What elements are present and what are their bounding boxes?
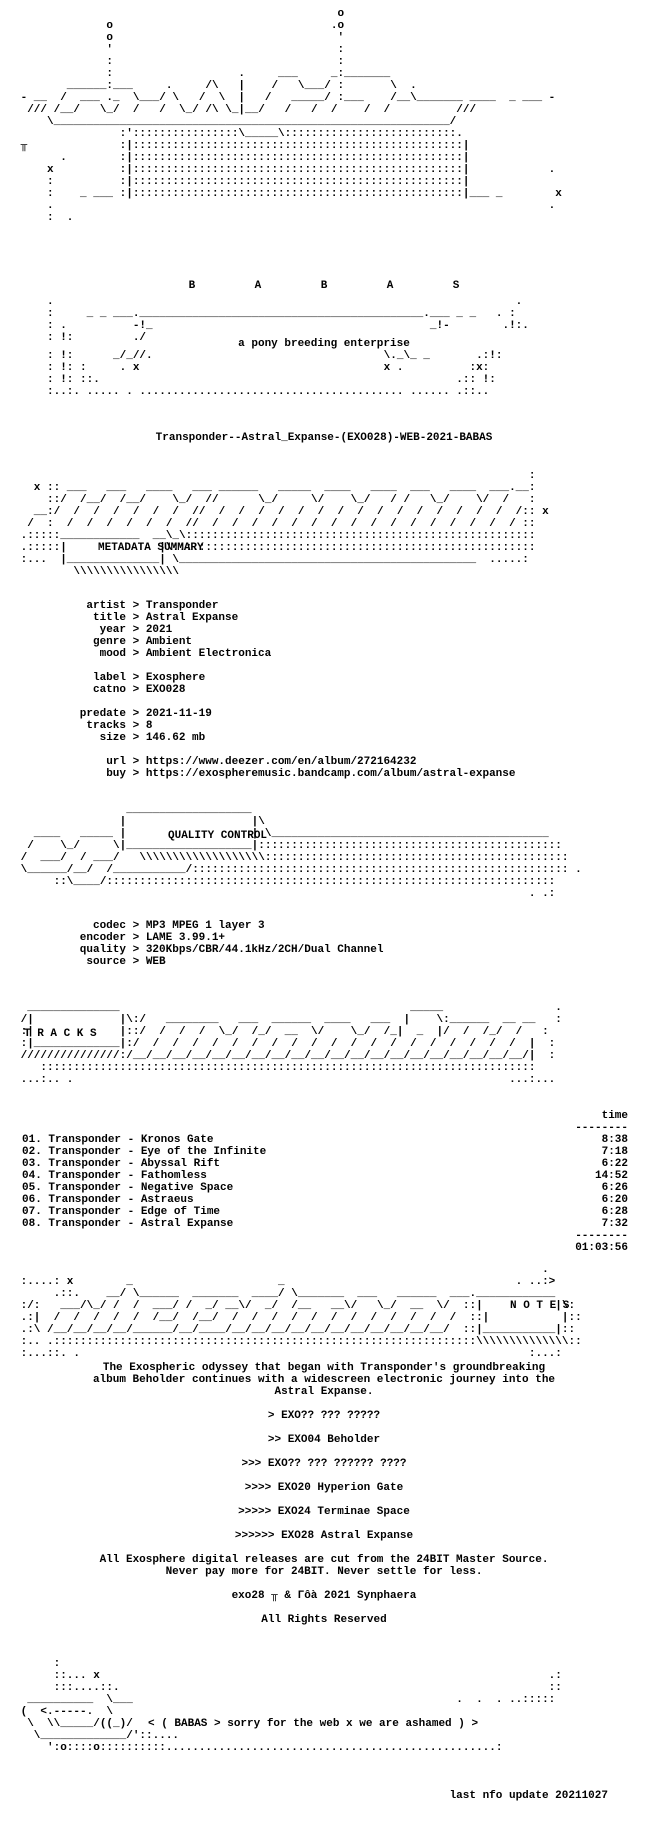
metadata-row-year: year > 2021	[99, 624, 173, 636]
notes-intro-line-1: The Exospheric odyssey that began with T…	[102, 1362, 546, 1374]
footer-ascii-art-lower: \ \\_____/((_)/ \_____________/'::.... '…	[27, 1718, 503, 1754]
notes-intro-line-2: album Beholder continues with a widescre…	[92, 1374, 556, 1386]
header-tagline: a pony breeding enterprise	[238, 338, 410, 350]
metadata-row-buy: buy > https://exospheremusic.bandcamp.co…	[106, 768, 516, 780]
deezer-link[interactable]: https://www.deezer.com/en/album/27216423…	[145, 756, 417, 768]
series-item: >> EXO04 Beholder	[267, 1434, 381, 1446]
tracks-section-title: T R A C K S	[24, 1028, 97, 1040]
series-item: >>>>> EXO24 Terminae Space	[238, 1506, 410, 1518]
quality-row-source: source > WEB	[86, 956, 166, 968]
metadata-row-title: title > Astral Expanse	[92, 612, 239, 624]
metadata-row-label: label > Exosphere	[92, 672, 206, 684]
series-item: >>> EXO?? ??? ?????? ????	[241, 1458, 407, 1470]
metadata-row-catno: catno > EXO028	[92, 684, 186, 696]
tracks-total-row: 01:03:56	[22, 1242, 628, 1254]
header-ascii-frame: . . : _ _ ___.__________________________…	[47, 296, 529, 344]
quality-row-encoder: encoder > LAME 3.99.1+	[79, 932, 226, 944]
metadata-section-title: METADATA SUMMARY	[98, 542, 204, 554]
tracks-banner-art: ______________ _____ . /| |\:/ ________ …	[20, 1002, 562, 1086]
total-time: 01:03:56	[575, 1242, 628, 1254]
quality-banner-art: ___________________ | |\ ____ _____ | | …	[20, 804, 582, 900]
last-update-line: last nfo update 20211027	[449, 1790, 608, 1802]
tracks-time-header-row: time	[22, 1110, 628, 1122]
time-column-header: time	[601, 1110, 628, 1122]
metadata-fields: artist > Transponder title > Astral Expa…	[60, 600, 516, 780]
header-ascii-base: : !: _/_//. \._\_ _ .:!: : !: : . x x . …	[47, 350, 503, 398]
tracks-footer-rule-row: --------	[575, 1230, 628, 1242]
tracks-header-rule-row: --------	[575, 1122, 628, 1134]
footer-message: < ( BABAS > sorry for the web x we are a…	[148, 1718, 479, 1730]
notes-banner-art: . :....: x _ _ . ..:> .::. __/ \______ _…	[20, 1264, 582, 1360]
metadata-row-url: url > https://www.deezer.com/en/album/27…	[106, 756, 417, 768]
footer-ascii-art: : ::... x .: :::....::. :: __________ \_…	[20, 1658, 562, 1718]
notes-section-title: N O T E S	[510, 1300, 570, 1312]
master-source-line-2: Never pay more for 24BIT. Never settle f…	[165, 1566, 483, 1578]
metadata-row-predate: predate > 2021-11-19	[79, 708, 212, 720]
metadata-banner-art: : x :: ___ ___ ____ ___ ______ _____ ___…	[20, 470, 549, 578]
quality-row-codec: codec > MP3 MPEG 1 layer 3	[92, 920, 265, 932]
bandcamp-link[interactable]: https://exospheremusic.bandcamp.com/albu…	[145, 768, 516, 780]
quality-row-quality: quality > 320Kbps/CBR/44.1kHz/2CH/Dual C…	[79, 944, 384, 956]
metadata-row-tracks: tracks > 8	[86, 720, 153, 732]
track-list: time -------- 01. Transponder - Kronos G…	[22, 1110, 628, 1254]
series-item: > EXO?? ??? ?????	[267, 1410, 381, 1422]
rights-line: All Rights Reserved	[261, 1614, 387, 1626]
metadata-row-genre: genre > Ambient	[92, 636, 193, 648]
metadata-row-size: size > 146.62 mb	[99, 732, 206, 744]
metadata-row-artist: artist > Transponder	[86, 600, 219, 612]
notes-intro-line-3: Astral Expanse.	[274, 1386, 374, 1398]
release-name: Transponder--Astral_Expanse-(EXO028)-WEB…	[155, 432, 493, 444]
quality-section-title: QUALITY CONTROL	[168, 830, 268, 842]
copyright-line: exo28 ╥ & Γôà 2021 Synphaera	[231, 1590, 417, 1602]
master-source-line-1: All Exosphere digital releases are cut f…	[99, 1554, 549, 1566]
series-item: >>>> EXO20 Hyperion Gate	[244, 1482, 404, 1494]
series-item: >>>>>> EXO28 Astral Expanse	[234, 1530, 414, 1542]
header-logo-letters: B A B A S	[188, 280, 460, 292]
quality-fields: codec > MP3 MPEG 1 layer 3 encoder > LAM…	[60, 920, 384, 968]
header-ascii-art: o o .o o ' ' : :	[20, 8, 562, 224]
metadata-row-mood: mood > Ambient Electronica	[99, 648, 272, 660]
